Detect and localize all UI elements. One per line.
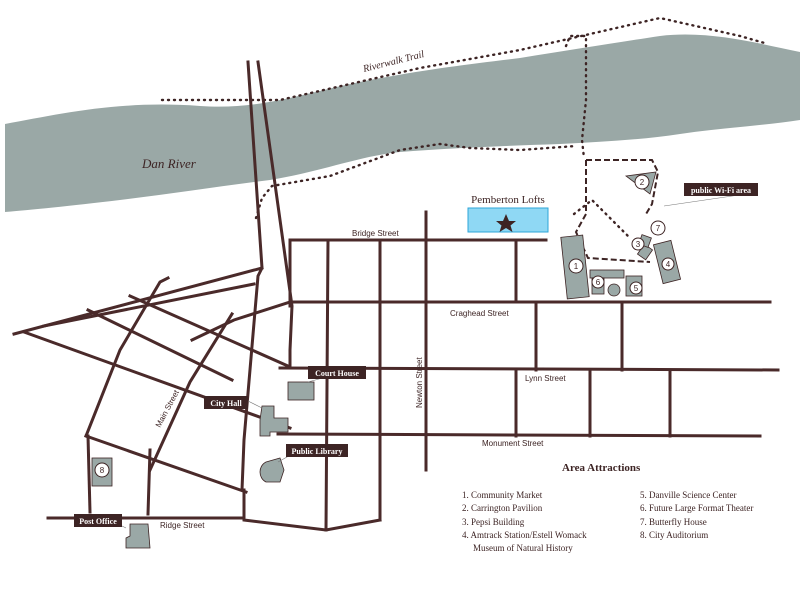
marker-1: 1 [568, 258, 584, 274]
river-label: Dan River [141, 156, 197, 171]
legend-item: 8. City Auditorium [640, 529, 709, 540]
svg-text:3: 3 [636, 240, 641, 249]
bridge-street-label: Bridge Street [352, 229, 399, 238]
legend-item: 6. Future Large Format Theater [640, 503, 754, 514]
city-hall-tag: City Hall [204, 396, 248, 409]
lynn-street-label: Lynn Street [525, 374, 566, 383]
theater-building [589, 269, 625, 279]
post-office-tag: Post Office [74, 514, 122, 527]
svg-text:public Wi-Fi area: public Wi-Fi area [691, 186, 751, 195]
court-house-tag: Court House [308, 366, 366, 379]
marker-5: 5 [629, 281, 643, 295]
monument-street-label: Monument Street [482, 439, 544, 448]
marker-7: 7 [650, 220, 666, 236]
legend-column-right: 5. Danville Science Center 6. Future Lar… [640, 489, 753, 542]
star-icon [496, 214, 516, 232]
svg-text:City Hall: City Hall [210, 399, 242, 408]
legend-item: 3. Pepsi Building [462, 516, 525, 527]
svg-text:Public Library: Public Library [292, 447, 343, 456]
legend-column-left: 1. Community Market 2. Carrington Pavili… [462, 489, 587, 555]
legend-item-continuation: Museum of Natural History [473, 543, 573, 554]
svg-text:5: 5 [634, 284, 639, 293]
walking-path [574, 159, 660, 263]
wifi-area-tag: public Wi-Fi area [684, 183, 758, 196]
legend-title: Area Attractions [562, 462, 641, 474]
public-library-tag: Public Library [286, 444, 348, 457]
riverwalk-trail [160, 16, 770, 238]
marker-2: 2 [634, 174, 650, 190]
svg-text:2: 2 [640, 178, 645, 187]
marker-8: 8 [94, 462, 110, 478]
post-office-building [125, 523, 151, 549]
trail-label: Riverwalk Trail [361, 49, 425, 75]
public-library-building [259, 457, 285, 483]
legend-item: 4. Amtrack Station/Estell Womack [462, 529, 587, 540]
city-hall-building [259, 405, 289, 437]
svg-text:1: 1 [574, 262, 579, 271]
svg-text:7: 7 [656, 224, 661, 233]
marker-6: 6 [591, 275, 605, 289]
svg-text:6: 6 [596, 278, 601, 287]
marker-4: 4 [661, 257, 675, 271]
legend-item: 1. Community Market [462, 490, 543, 500]
marker-3: 3 [631, 237, 645, 251]
court-house-building [287, 381, 315, 401]
legend-item: 2. Carrington Pavilion [462, 503, 543, 514]
science-center-dome [607, 283, 621, 297]
road-network [12, 60, 780, 532]
craghead-street-label: Craghead Street [450, 309, 509, 318]
newton-street-label: Newton Street [415, 357, 424, 408]
river [5, 34, 800, 213]
ridge-street-label: Ridge Street [160, 521, 205, 530]
legend-item: 5. Danville Science Center [640, 490, 737, 500]
svg-text:8: 8 [100, 466, 105, 475]
pemberton-lofts-label: Pemberton Lofts [471, 194, 545, 206]
svg-text:Court House: Court House [315, 369, 359, 378]
attraction-markers: 1 2 3 4 5 6 7 8 [94, 174, 675, 478]
legend-item: 7. Butterfly House [640, 516, 707, 527]
svg-text:Post Office: Post Office [79, 517, 117, 526]
svg-text:4: 4 [666, 260, 671, 269]
